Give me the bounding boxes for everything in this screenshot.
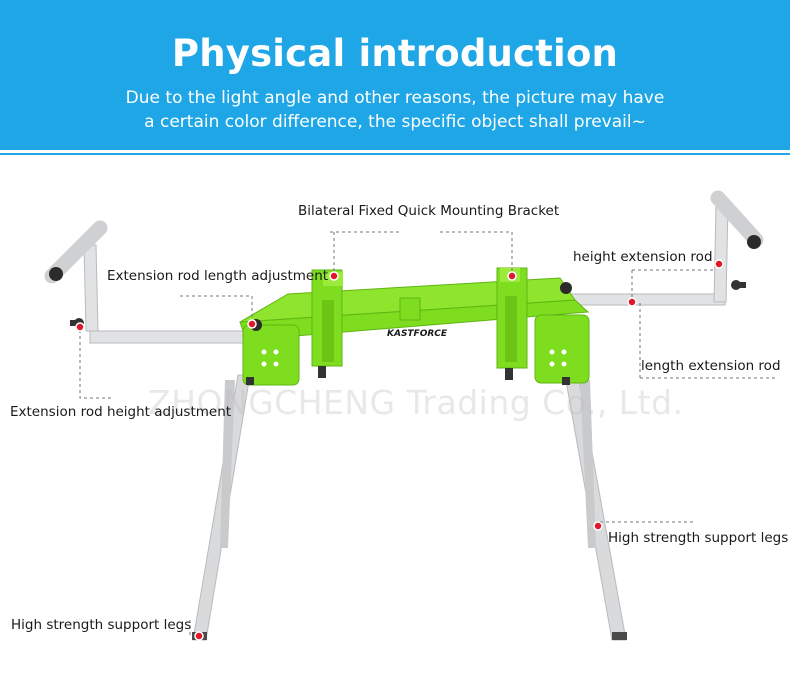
subtitle-line-1: Due to the light angle and other reasons…: [125, 88, 665, 108]
callout-support-legs-left: High strength support legs: [11, 617, 192, 633]
callout-markers: [75, 259, 724, 641]
watermark: ZHONGCHENG Trading Co., Ltd.: [148, 383, 684, 422]
page-title: Physical introduction: [171, 32, 619, 75]
subtitle-line-2: a certain color difference, the specific…: [144, 112, 646, 132]
callout-length-adjustment: Extension rod length adjustment: [107, 268, 329, 284]
callout-lines: [79, 231, 778, 636]
callout-bracket: Bilateral Fixed Quick Mounting Bracket: [298, 203, 560, 219]
support-legs: [192, 374, 627, 641]
callout-height-extension-rod: height extension rod: [573, 249, 713, 265]
page-subtitle: Due to the light angle and other reasons…: [0, 86, 790, 134]
callout-support-legs-right: High strength support legs: [608, 530, 789, 546]
brand-logo: KASTFORCE: [387, 329, 448, 339]
callout-length-extension-rod: length extension rod: [641, 358, 781, 374]
header-divider: [0, 153, 790, 155]
callout-height-adjustment: Extension rod height adjustment: [10, 404, 232, 420]
left-extension-rod: [44, 220, 251, 344]
header-banner: [0, 0, 790, 150]
right-extension-rod: [559, 190, 764, 306]
green-frame: [239, 267, 590, 386]
